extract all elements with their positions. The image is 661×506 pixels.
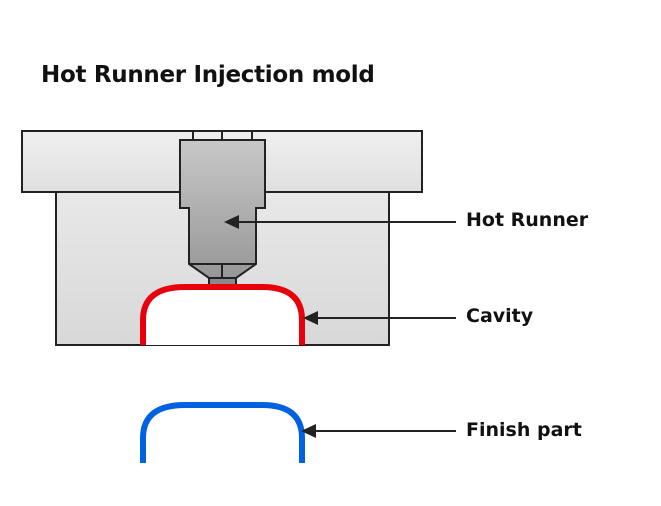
finish-part [140,402,305,463]
diagram-title: Hot Runner Injection mold [41,62,375,88]
label-cavity: Cavity [466,305,534,327]
label-hot-runner: Hot Runner [466,209,589,231]
label-finish-part: Finish part [466,419,582,441]
runner-channels [192,131,253,140]
arrow-finish-part [301,424,456,438]
arrow-cavity [303,311,456,325]
cavity-outline [143,287,302,345]
arrow-hot-runner [224,215,456,229]
hot-runner-body [179,139,266,279]
